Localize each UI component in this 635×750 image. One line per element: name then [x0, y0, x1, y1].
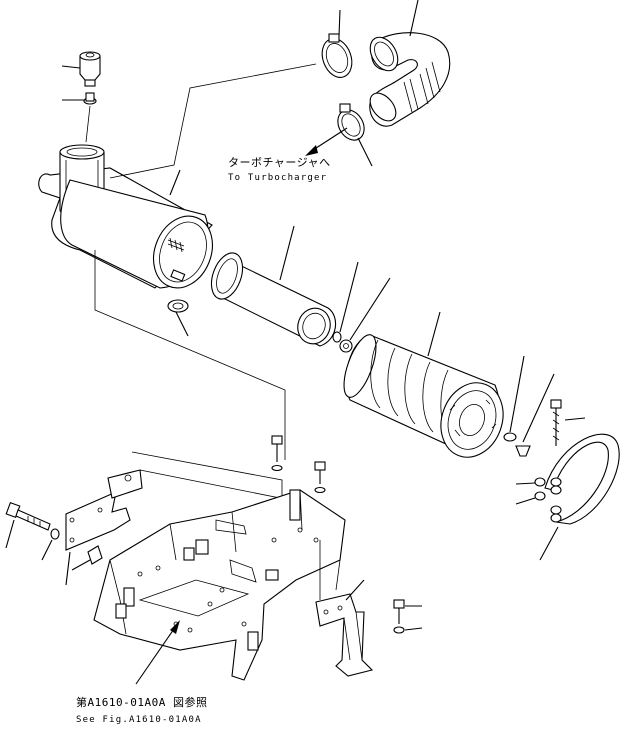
vacuator-cap: [515, 373, 555, 457]
spacer-left: [71, 545, 103, 571]
bolt-b: [314, 461, 326, 494]
grommet: [62, 92, 97, 105]
mounting-band: [539, 433, 620, 561]
inner-safety-element: [210, 225, 337, 347]
washer-left: [41, 528, 60, 561]
evacuator-valve: [167, 299, 189, 337]
drain-valve: [503, 355, 525, 442]
see-fig-label-jp: 第A1610-01A0A 図参照: [76, 695, 207, 709]
air-cleaner-body: [38, 144, 213, 289]
dust-indicator: [61, 51, 101, 87]
upper-clamp: [321, 9, 353, 78]
outer-element: [343, 311, 504, 458]
plate-bracket: [65, 469, 143, 586]
bolt-left: [5, 501, 51, 549]
see-fig-label-en: See Fig.A1610-01A0A: [76, 715, 202, 725]
turbo-label-jp: ターボチャージャへ: [228, 156, 331, 169]
wing-nut: [339, 277, 391, 353]
turbo-label-en: To Turbocharger: [228, 173, 327, 183]
lower-clamp: [337, 103, 373, 167]
band-bolt: [550, 399, 586, 446]
turbo-direction-arrow: [305, 127, 348, 156]
reference-arrow: [135, 620, 180, 685]
seal-washer: [332, 261, 359, 343]
bolt-a: [271, 435, 283, 472]
support-bracket: [315, 579, 374, 677]
mounting-frame: [93, 489, 346, 681]
band-nuts: [515, 477, 562, 523]
bolt-c: [393, 599, 422, 624]
washer-c: [393, 626, 423, 634]
intake-hose: [369, 0, 451, 127]
